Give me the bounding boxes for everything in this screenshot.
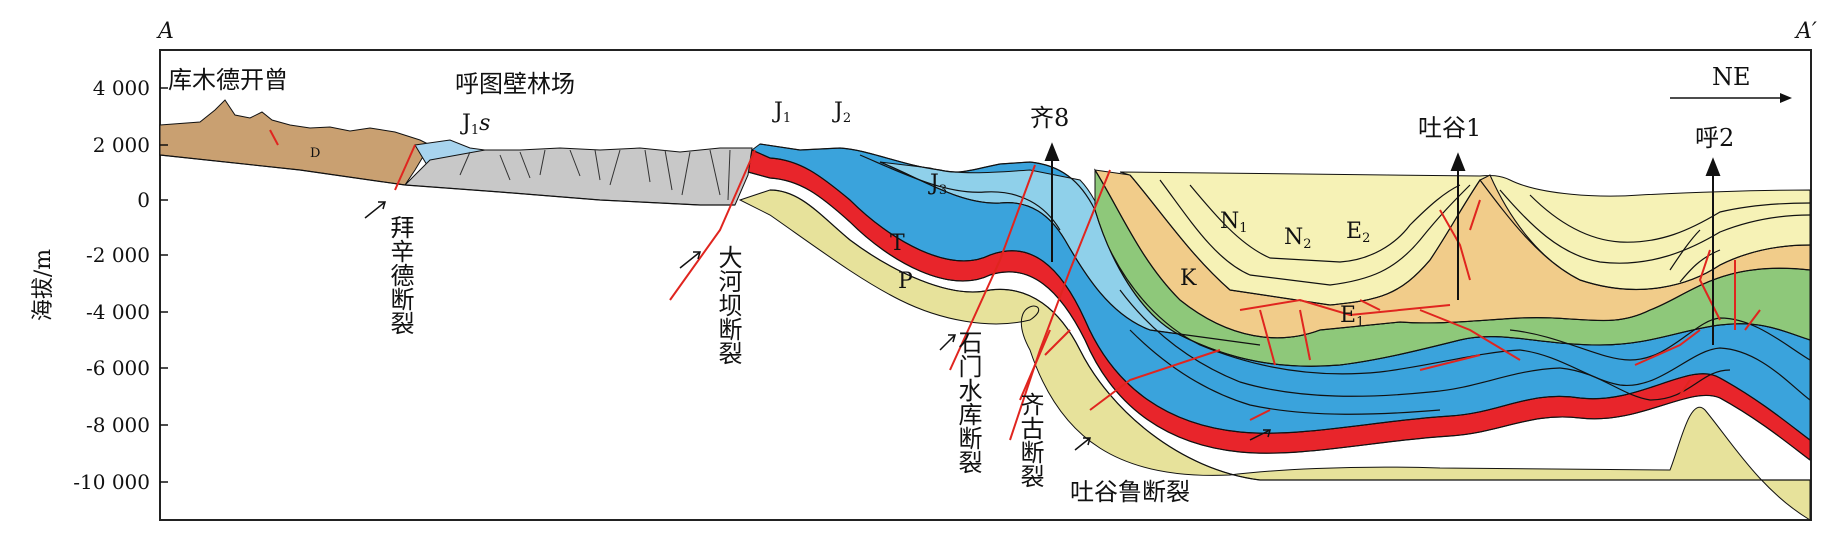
well-qi8-arrowhead [1044,142,1060,161]
corner-right-label: A′ [1794,19,1817,44]
direction-label: NE [1712,63,1751,91]
y-tick-label: -4 000 [86,300,150,324]
layer-lines [159,143,1811,481]
grey-unit [403,147,753,206]
well-hu2-label: 呼2 [1695,124,1734,152]
y-ticks [160,87,168,483]
y-axis: 海拔/m 4 000 2 000 0 -2 000 -4 000 -6 000 … [31,76,168,494]
stratum-K-label: K [1180,266,1197,291]
y-tick-label: 2 000 [93,133,150,157]
grey-unit-hatching [459,149,731,201]
y-tick-label: -8 000 [86,413,150,437]
devonian-unit [159,99,431,186]
y-tick-label: 4 000 [93,76,150,100]
fault-lines [269,129,1761,441]
fault-qigu-label: 齐古断裂 [1016,392,1044,488]
y-tick-label: -10 000 [73,470,150,494]
stratum-N2-label: N2 [1284,225,1312,252]
fault-shimen-label: 石门水库断裂 [954,330,982,474]
place-hutubi-label: 呼图壁林场 [455,70,575,98]
y-tick-label: 0 [137,188,150,212]
place-kumu-label: 库木德开曾 [168,66,288,94]
direction-arrow: NE [1670,63,1792,103]
stratum-T-label: T [890,231,905,256]
well-tugu1-label: 吐谷1 [1418,114,1481,142]
well-bores [1044,142,1721,345]
section-frame [159,49,1812,521]
stratum-J3-label: J3 [928,171,947,198]
fault-arrows [364,201,1271,451]
well-hu2-arrowhead [1705,157,1721,176]
y-axis-label: 海拔/m [31,249,56,321]
stratum-N1-label: N1 [1220,209,1248,236]
well-qi8-label: 齐8 [1030,104,1069,132]
well-tugu1-arrowhead [1450,152,1466,171]
fault-dahebei-label: 大河坝断裂 [714,245,742,365]
fault-baixinde-label: 拜辛德断裂 [386,215,414,335]
corner-left-label: A [156,19,174,44]
stratum-E1-label: E1 [1340,303,1364,330]
y-tick-label: -6 000 [86,356,150,380]
stratum-J1-label: J1 [772,99,791,126]
fault-tugulu-label: 吐谷鲁断裂 [1070,478,1190,506]
stratum-E2-label: E2 [1346,219,1370,246]
stratum-J2-label: J2 [832,99,851,126]
y-tick-label: -2 000 [86,243,150,267]
stratum-D-label: D [310,146,320,161]
stratum-J1s-label: J1s [460,111,490,138]
stratum-P-label: P [898,269,913,294]
